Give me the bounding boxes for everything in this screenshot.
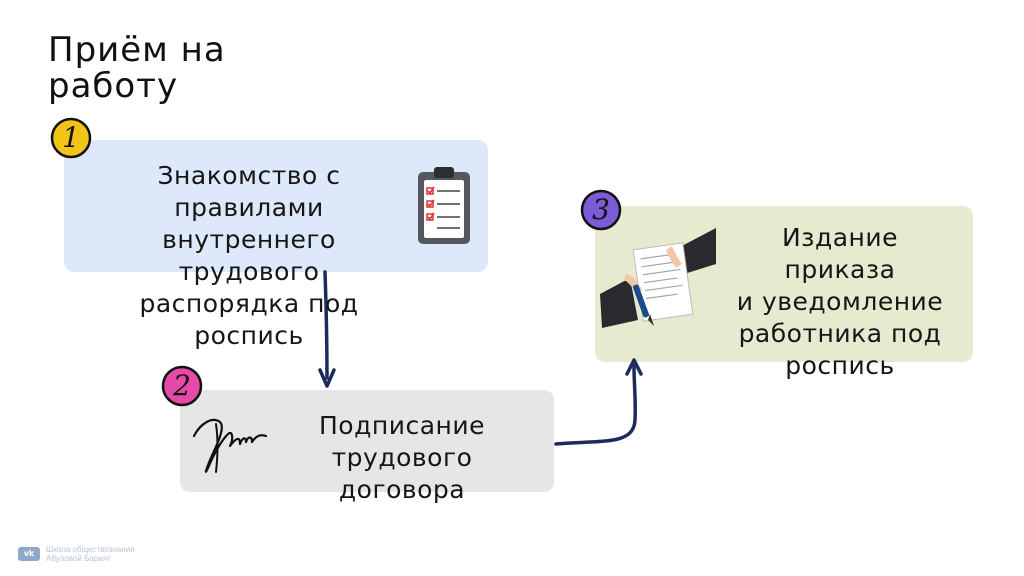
step-3-text: Издание приказа и уведомление работника … (736, 223, 944, 380)
step-3-badge: 3 (579, 188, 623, 232)
footer-text: Школа обществознания Абуловой Барият (46, 545, 135, 563)
handshake-document-icon (598, 224, 718, 344)
arrow-1-to-2-head (318, 368, 336, 388)
clipboard-checklist-icon (416, 166, 472, 246)
step-2-number: 2 (173, 369, 191, 402)
step-1-text: Знакомство с правилами внутреннего трудо… (139, 161, 359, 350)
step-2-text: Подписание трудового договора (318, 411, 485, 504)
vk-logo-icon: vk (18, 547, 40, 561)
signature-icon (190, 402, 272, 480)
step-3-number: 3 (592, 193, 610, 226)
step-1-card (64, 140, 488, 272)
step-1-badge: 1 (49, 116, 93, 160)
arrow-2-to-3 (554, 364, 638, 446)
step-2-badge: 2 (160, 364, 204, 408)
arrow-2-to-3-head (625, 358, 643, 376)
page-title: Приём на работу (48, 30, 226, 106)
step-1-number: 1 (62, 121, 80, 154)
footer-branding: vk Школа обществознания Абуловой Барият (18, 545, 134, 563)
